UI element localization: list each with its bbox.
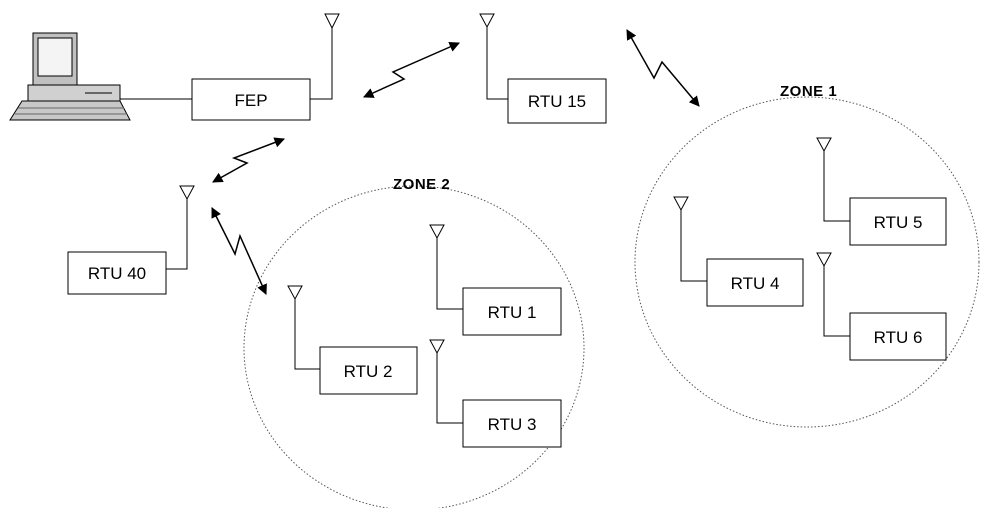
rtu-3-box: RTU 3	[462, 399, 562, 448]
rtu-4-label: RTU 4	[731, 274, 780, 293]
rtu-40-antenna-icon	[166, 185, 195, 270]
radio-link-rtu40-zone2-icon	[211, 207, 267, 295]
fep-label: FEP	[234, 91, 267, 110]
rtu-1-box: RTU 1	[462, 287, 562, 336]
zone-2-boundary	[243, 185, 585, 508]
zone-1-boundary	[634, 96, 980, 428]
fep-box: FEP	[191, 78, 311, 121]
rtu-6-label: RTU 6	[874, 328, 923, 347]
rtu-3-antenna-icon	[429, 339, 463, 424]
rtu-4-box: RTU 4	[706, 258, 804, 307]
radio-link-fep-rtu40-icon	[212, 137, 285, 183]
rtu-2-antenna-icon	[287, 285, 320, 370]
zone-1-label: ZONE 1	[780, 83, 837, 100]
radio-link-fep-rtu15-icon	[363, 41, 460, 98]
fep-antenna-icon	[310, 13, 340, 100]
radio-link-rtu15-zone1-icon	[626, 29, 700, 107]
zone-2-label: ZONE 2	[393, 176, 450, 193]
rtu-5-antenna-icon	[816, 137, 850, 222]
rtu-15-box: RTU 15	[507, 78, 607, 124]
rtu-40-box: RTU 40	[67, 251, 167, 295]
rtu-2-box: RTU 2	[319, 346, 418, 395]
rtu-1-label: RTU 1	[488, 303, 537, 322]
computer-icon	[9, 32, 131, 121]
rtu-15-label: RTU 15	[528, 92, 586, 111]
rtu-4-antenna-icon	[673, 196, 707, 282]
rtu-6-antenna-icon	[816, 252, 850, 337]
rtu-3-label: RTU 3	[488, 415, 537, 434]
rtu-5-label: RTU 5	[874, 213, 923, 232]
rtu-5-box: RTU 5	[849, 197, 947, 246]
rtu-40-label: RTU 40	[88, 264, 146, 283]
rtu-6-box: RTU 6	[849, 312, 947, 361]
rtu-1-antenna-icon	[429, 224, 463, 310]
rtu-15-antenna-icon	[479, 13, 508, 100]
rtu-2-label: RTU 2	[344, 362, 393, 381]
